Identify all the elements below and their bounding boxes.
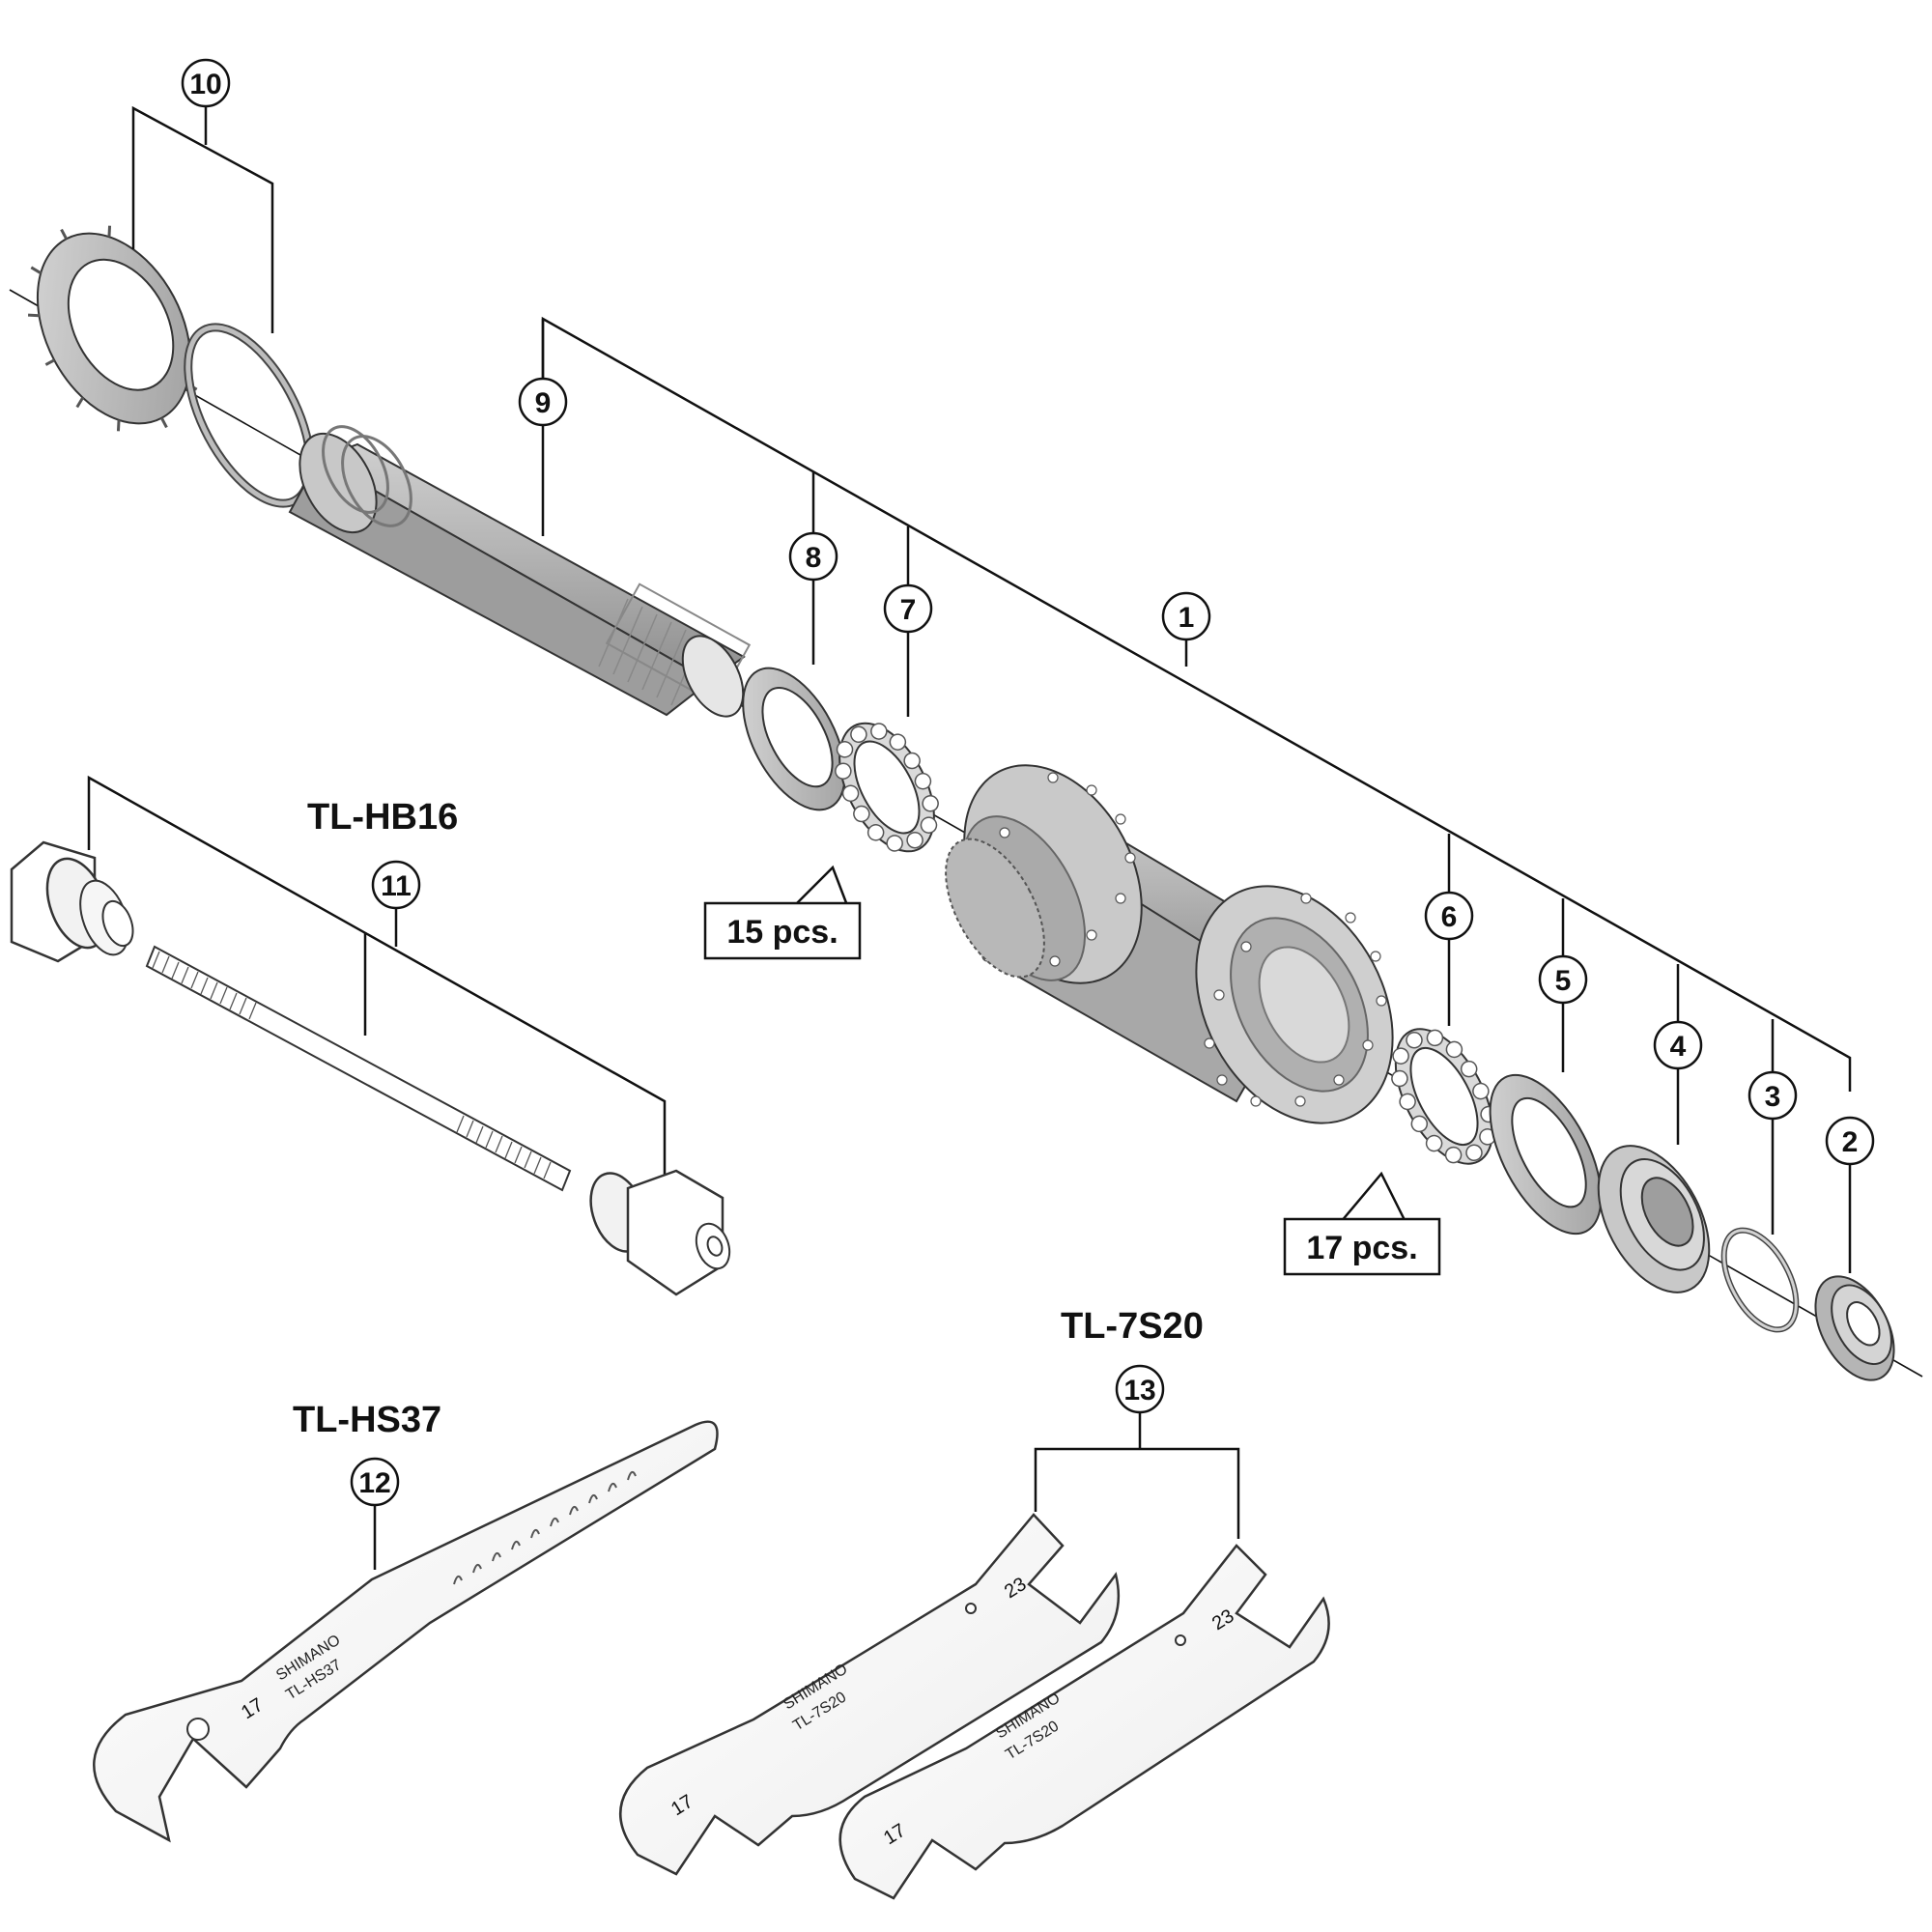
callout-12-label: 12 [358,1467,390,1499]
callout-12: 12 [350,1457,400,1507]
part-4-cone [1597,1145,1711,1293]
part-3-o-ring [1720,1227,1800,1333]
part-7-bearing-retainer [835,722,939,853]
qty-box-17: 17 pcs. [1283,1217,1441,1276]
callout-9: 9 [518,377,568,427]
callout-2-label: 2 [1842,1126,1859,1158]
part-10-lockring-assembly [27,225,315,508]
callout-11-label: 11 [381,870,412,902]
part-9-axle [288,425,752,718]
spacer-ring [184,323,315,508]
qty-box-15: 15 pcs. [703,901,862,960]
callout-7-label: 7 [900,594,917,626]
callout-4-label: 4 [1670,1031,1687,1063]
callout-6: 6 [1424,891,1474,941]
callout-7: 7 [883,583,933,634]
qty-17-label: 17 pcs. [1306,1230,1417,1266]
callout-8: 8 [788,531,838,582]
callout-1: 1 [1161,591,1211,641]
callout-5-label: 5 [1555,965,1572,997]
callout-5: 5 [1538,954,1588,1005]
part-8-dust-cap [742,667,846,811]
callout-9-label: 9 [535,387,552,419]
tool-label-tl-hb16: TL-HB16 [307,797,458,838]
part-12-tl-hs37-wrench: 17 SHIMANO TL-HS37 [93,1420,719,1843]
part-11-tl-hb16-tool [10,840,731,1296]
callout-8-label: 8 [806,542,822,574]
callout-1-label: 1 [1179,602,1195,634]
callout-13-label: 13 [1123,1375,1155,1406]
leader-lines [87,105,1852,1570]
callout-10-label: 10 [189,69,221,100]
part-13-tl-7s20-wrench-a: 23 17 SHIMANO TL-7S20 [618,1513,1121,1876]
part-2-lock-nut [1814,1275,1895,1381]
callout-6-label: 6 [1441,901,1458,933]
lockring [27,225,198,432]
part-5-dust-cap [1489,1073,1603,1236]
tool-label-tl-hs37: TL-HS37 [293,1400,441,1440]
callout-3: 3 [1747,1070,1798,1121]
callout-4: 4 [1653,1020,1703,1070]
callout-13: 13 [1115,1364,1165,1414]
tool-label-tl-7s20: TL-7S20 [1061,1306,1204,1347]
callout-3-label: 3 [1765,1081,1781,1113]
qty-15-label: 15 pcs. [726,914,838,951]
part-1-hub-shell [945,764,1394,1124]
callout-11: 11 [371,860,421,910]
callout-2: 2 [1825,1116,1875,1166]
callout-10: 10 [181,58,231,108]
